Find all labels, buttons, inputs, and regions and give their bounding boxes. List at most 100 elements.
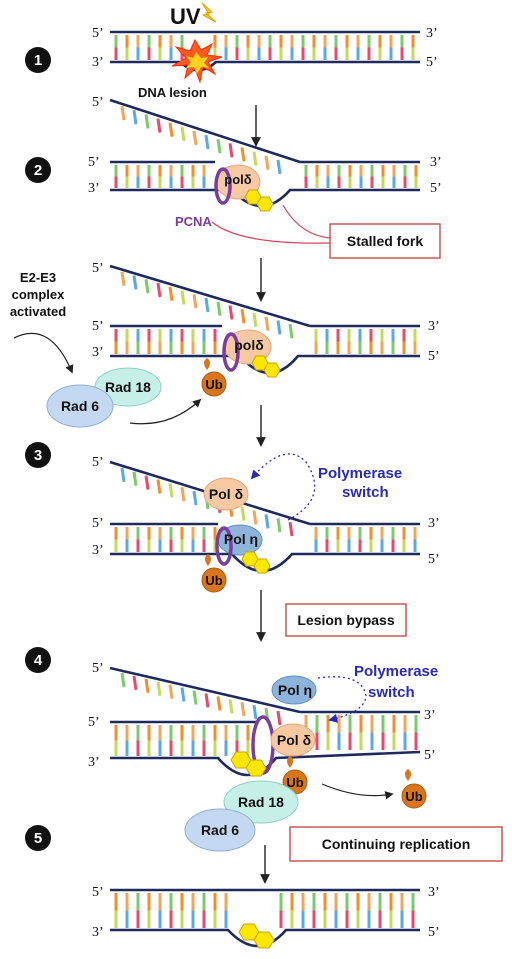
pol-delta-blob (203, 477, 249, 511)
strand-end-label: 3’ (424, 708, 436, 723)
unpaired-base (252, 510, 258, 525)
ub-label: Ub (286, 775, 303, 790)
thymine-dimer-icon (241, 551, 271, 574)
step-4: 4 5’ 5’ 3’ 3’ 5’ Pol η Polymerase switch… (25, 647, 438, 852)
unpaired-base (252, 312, 258, 328)
step-number-1-badge (25, 47, 51, 73)
unpaired-base (276, 518, 282, 533)
step-number-1: 1 (34, 52, 42, 69)
ub-icon (201, 554, 227, 593)
unpaired-base (120, 672, 126, 688)
rad18-label: Rad 18 (238, 794, 284, 810)
pointer-line (282, 204, 331, 239)
strand-end-label: 5’ (428, 925, 440, 940)
unpaired-base (144, 678, 150, 694)
strand-end-label: 3’ (430, 155, 442, 170)
unpaired-base (168, 122, 174, 137)
unpaired-base (276, 710, 282, 726)
lesion-star-icon (171, 38, 223, 84)
unpaired-base (156, 479, 162, 494)
step-number-3: 3 (34, 447, 42, 464)
unpaired-base (132, 275, 138, 290)
unpaired-base (144, 475, 150, 490)
template-strand-ss (109, 98, 301, 164)
polymerase-switch-label: Polymerase (318, 465, 402, 482)
strand-end-label: 5’ (92, 885, 104, 900)
stalled-fork-box (329, 223, 441, 259)
rad18-label: Rad 18 (105, 379, 151, 395)
step-number-5-badge (25, 825, 51, 851)
unpaired-base (228, 143, 234, 158)
dna-lesion-label: DNA lesion (138, 85, 207, 100)
continuing-replication-box (289, 826, 503, 862)
unpaired-base (216, 696, 222, 711)
unpaired-base (204, 297, 210, 313)
unpaired-base (216, 301, 222, 316)
step-number-2: 2 (34, 162, 42, 179)
unpaired-base (228, 305, 234, 320)
unpaired-base (204, 134, 210, 150)
continuing-replication-label: Continuing replication (322, 836, 471, 852)
lesion-bypass-label: Lesion bypass (297, 612, 394, 628)
pcna-label: PCNA (175, 214, 212, 229)
e2e3-label-line2: complex (12, 287, 66, 302)
ub-icon (401, 769, 427, 809)
step-1: 1 UV DNA lesion 5’ 3’ 3’ 5’ (25, 2, 438, 100)
activation-arrow (13, 332, 74, 374)
strand-end-label: 5’ (424, 748, 436, 763)
unpaired-base (228, 699, 234, 714)
strand-end-label: 5’ (88, 715, 100, 730)
base-pairs-layer (114, 35, 418, 928)
pol-delta-label: polδ (224, 172, 251, 187)
strand-end-label: 3’ (92, 55, 104, 70)
pol-eta-label: Pol η (224, 531, 258, 547)
unpaired-base (180, 126, 186, 142)
ub-icon (201, 358, 227, 397)
step-number-3-badge (25, 442, 51, 468)
unpaired-base (192, 690, 198, 705)
unpaired-base (192, 130, 198, 146)
strand-end-label: 3’ (88, 181, 100, 196)
pol-eta-label: Pol η (278, 682, 312, 698)
lightning-icon (201, 2, 217, 23)
unpaired-base (132, 471, 138, 486)
ub-label: Ub (405, 789, 422, 804)
strand-end-label: 5’ (92, 26, 104, 41)
stalled-fork-label: Stalled fork (347, 233, 423, 249)
step-2: 2 5’ 5’ 3’ 3’ 5’ polδ PCNA Stalled fork (25, 95, 442, 259)
lesion-bypass-box (285, 603, 407, 637)
polymerase-switch-label: switch (342, 484, 389, 501)
dna-strand-bottom (110, 750, 421, 777)
unpaired-base (168, 483, 174, 498)
pcna-clamp-icon (214, 167, 232, 205)
strand-end-label: 3’ (428, 516, 440, 531)
unpaired-base (240, 506, 246, 521)
strand-end-label: 5’ (92, 95, 104, 110)
unpaired-base (264, 514, 270, 529)
unpaired-base (216, 138, 222, 154)
pol-delta-label: Pol δ (277, 732, 311, 748)
rad6-label: Rad 6 (201, 822, 239, 838)
pointer-line (211, 221, 331, 244)
unpaired-base (192, 294, 198, 309)
unpaired-base (120, 271, 126, 286)
thymine-dimer-icon (230, 751, 267, 777)
unpaired-base (156, 118, 162, 133)
unpaired-base (240, 702, 246, 717)
unpaired-base (180, 487, 186, 502)
rad18-blob (223, 780, 299, 824)
strand-end-label: 5’ (92, 516, 104, 531)
unpaired-base (264, 155, 270, 170)
step-3: 3 5’ 5’ 3’ 3’ 5’ Pol δ Polymerase switch… (25, 442, 440, 593)
e2e3-label-line3: activated (10, 304, 66, 319)
pol-delta-label: Pol δ (209, 486, 243, 502)
uv-label: UV (170, 4, 201, 29)
pcna-clamp-icon (222, 332, 240, 372)
polymerase-switch-label: switch (368, 684, 415, 701)
strand-end-label: 5’ (428, 349, 440, 364)
ub-label: Ub (205, 377, 222, 392)
strand-end-label: 3’ (428, 885, 440, 900)
unpaired-base (276, 159, 282, 175)
unpaired-base (144, 279, 150, 294)
